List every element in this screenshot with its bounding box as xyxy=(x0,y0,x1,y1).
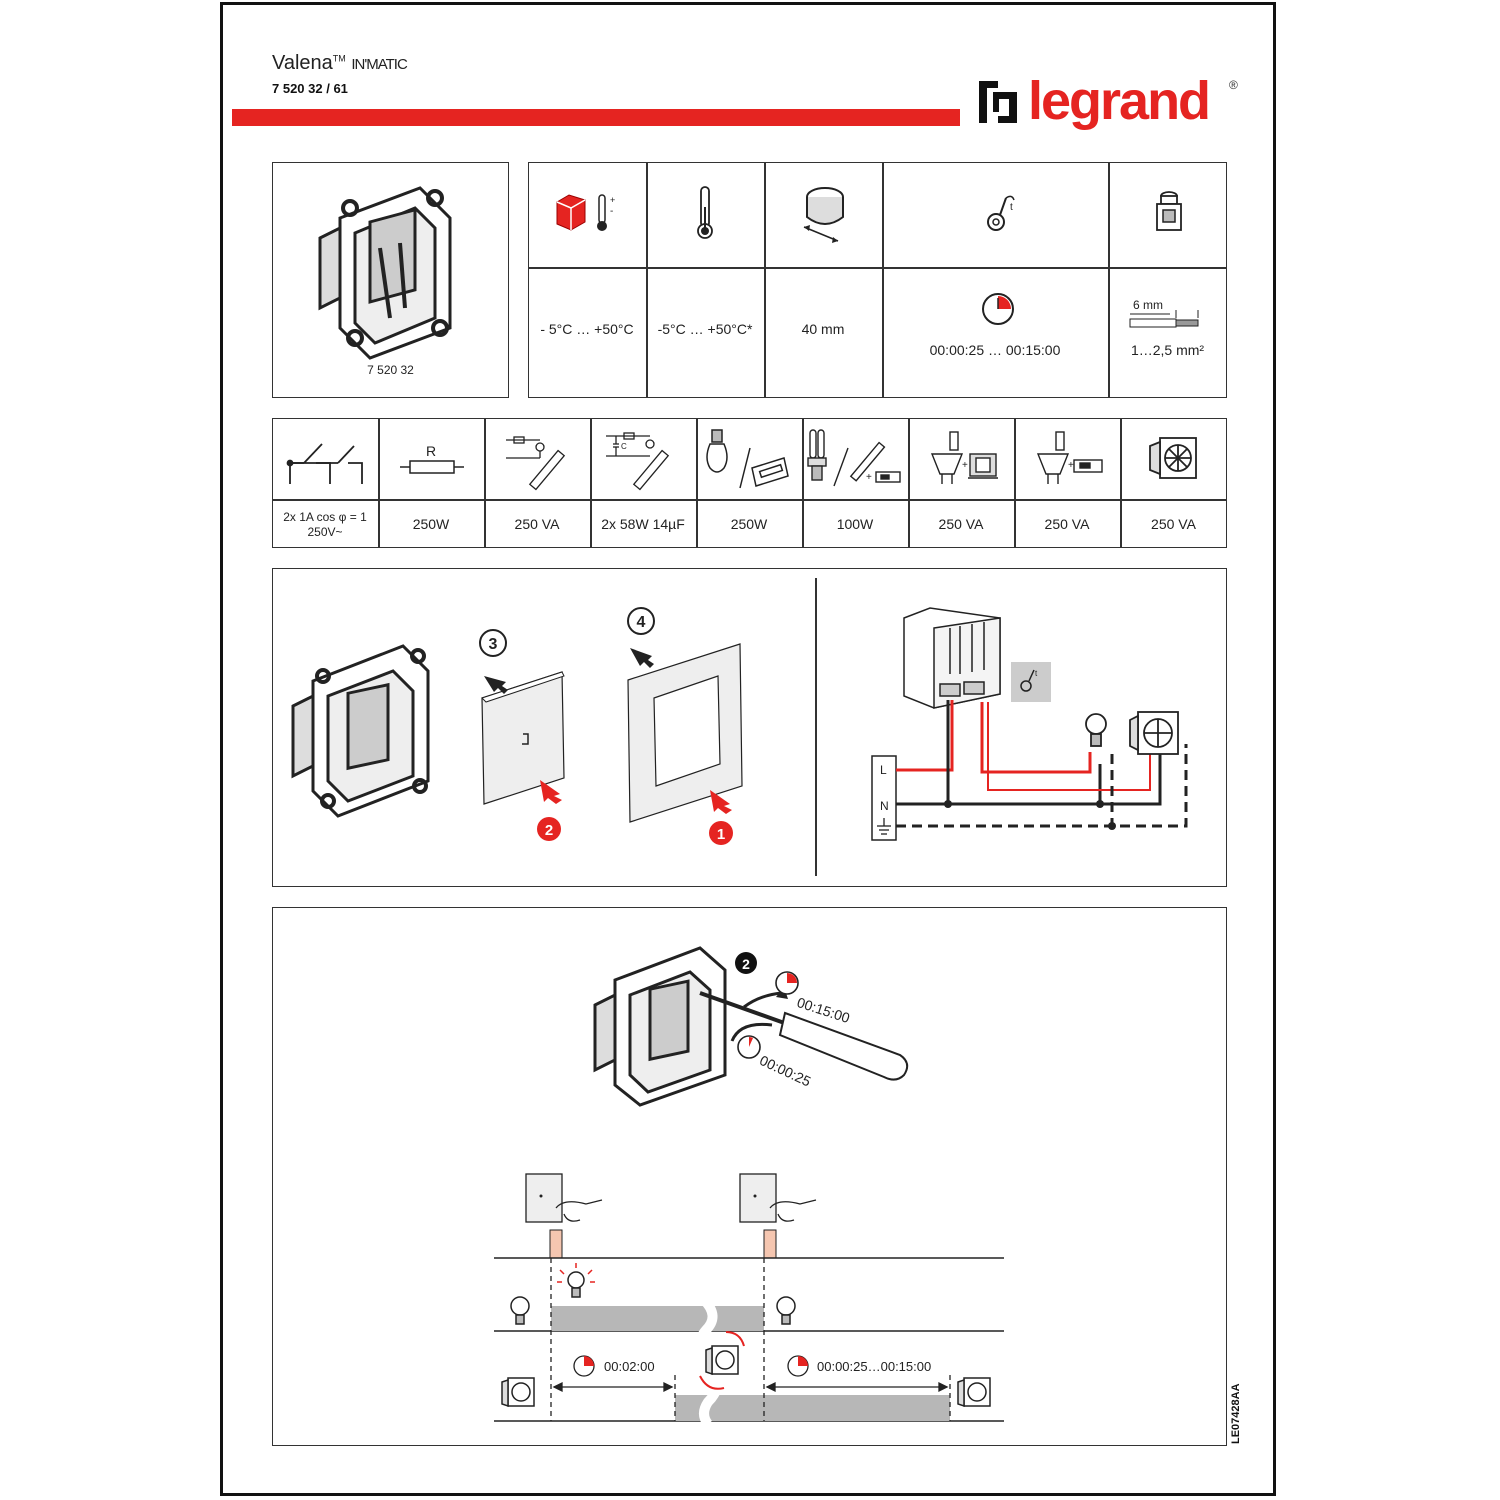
product-ref-label: 7 520 32 xyxy=(367,363,414,377)
clock-max-icon xyxy=(774,970,800,1001)
load-col-sep xyxy=(484,418,486,548)
step-1-badge: 1 xyxy=(708,820,734,851)
terminal-screw-icon xyxy=(1151,190,1187,241)
load-col-sep xyxy=(696,418,698,548)
storage-temp-value: - 5°C … +50°C xyxy=(540,321,634,337)
legrand-logo-mark-icon xyxy=(976,78,1020,131)
installation-panel xyxy=(272,568,1227,887)
spec-col-sep xyxy=(764,162,766,398)
rocker-plate-icon xyxy=(478,668,578,813)
step-2-badge: 2 xyxy=(536,816,562,847)
compact-fluorescent-icon: + xyxy=(806,428,904,499)
svg-text:4: 4 xyxy=(637,614,646,631)
spec-col-sep xyxy=(882,162,884,398)
load-label-compensated: 2x 58W 14µF xyxy=(601,516,685,532)
svg-text:2: 2 xyxy=(545,822,553,839)
timer-adjust-icon: t xyxy=(984,192,1020,241)
clock-min-icon xyxy=(736,1034,762,1065)
incandescent-halogen-icon xyxy=(702,428,794,499)
thermometer-icon xyxy=(695,185,715,245)
spec-col-sep xyxy=(1108,162,1110,398)
load-col-sep xyxy=(1120,418,1122,548)
svg-text:N: N xyxy=(880,799,889,813)
load-label-resistive: 250W xyxy=(412,516,450,532)
svg-text:+: + xyxy=(962,460,968,471)
adjustment-panel xyxy=(272,907,1227,1446)
load-col-sep xyxy=(590,418,592,548)
registered-mark: ® xyxy=(1229,78,1238,92)
svg-text:3: 3 xyxy=(489,636,498,653)
svg-text:00:02:00: 00:02:00 xyxy=(604,1359,655,1374)
clock-icon xyxy=(981,292,1015,331)
load-label-incandescent: 250W xyxy=(730,516,768,532)
contacts-icon xyxy=(286,436,364,491)
header-red-bar xyxy=(232,109,960,126)
svg-text:-: - xyxy=(610,206,613,217)
svg-text:1: 1 xyxy=(717,826,725,843)
svg-text:C: C xyxy=(621,442,627,451)
load-col-sep xyxy=(908,418,910,548)
fluorescent-tube-icon xyxy=(500,432,570,497)
load-col-sep xyxy=(802,418,804,548)
mechanism-adjust-icon xyxy=(590,940,740,1115)
box-depth-icon xyxy=(800,185,850,250)
load-table-divider xyxy=(272,499,1227,501)
compensated-fluorescent-icon: C xyxy=(604,430,674,497)
svg-text:00:00:25…00:15:00: 00:00:25…00:15:00 xyxy=(817,1359,931,1374)
cover-plate-icon xyxy=(624,640,744,830)
fan-icon xyxy=(1146,434,1200,489)
product-image-box xyxy=(272,162,509,398)
storage-temperature-icon: + - xyxy=(555,190,625,240)
svg-text:+: + xyxy=(866,472,872,483)
svg-text:+: + xyxy=(610,195,615,205)
load-table xyxy=(272,418,1227,548)
page-frame xyxy=(220,2,1276,1496)
load-label-compact: 100W xyxy=(836,516,874,532)
product-title: ValenaTM IN'MATIC xyxy=(272,52,408,74)
strip-length-value: 6 mm xyxy=(1133,298,1163,312)
svg-text:t: t xyxy=(1010,202,1013,213)
step-4-badge: 4 xyxy=(626,606,656,641)
wiring-diagram: t L N xyxy=(860,604,1200,849)
svg-text:R: R xyxy=(426,443,436,459)
operating-temp-value: -5°C … +50°C* xyxy=(657,321,753,337)
timer-range-value: 00:00:25 … 00:15:00 xyxy=(929,342,1061,358)
halogen-transformer-icon: + xyxy=(928,430,1002,497)
adjust-step-badge: 2 xyxy=(734,951,758,980)
timing-diagram: 00:02:00 00:00:25…00:15:00 xyxy=(494,1170,1006,1433)
spec-table xyxy=(528,162,1227,398)
step-3-badge: 3 xyxy=(478,628,508,663)
product-reference: 7 520 32 / 61 xyxy=(272,81,348,96)
load-label-transformer: 250 VA xyxy=(938,516,984,532)
halogen-electronic-transformer-icon: + xyxy=(1034,430,1108,497)
svg-text:L: L xyxy=(880,763,887,777)
legrand-wordmark: legrand xyxy=(1028,71,1211,131)
document-code: LE07428AA xyxy=(1230,1383,1242,1444)
load-label-fluorescent: 250 VA xyxy=(514,516,560,532)
spec-col-sep xyxy=(646,162,648,398)
mechanism-install-icon xyxy=(288,636,438,826)
resistor-icon: R xyxy=(400,440,464,481)
box-depth-value: 40 mm xyxy=(801,321,845,337)
load-col-sep xyxy=(1014,418,1016,548)
wire-strip-icon xyxy=(1129,310,1202,335)
mechanism-drawing-icon xyxy=(310,178,460,363)
svg-text:t: t xyxy=(1035,669,1038,678)
load-label-fan: 250 VA xyxy=(1151,516,1196,532)
installation-divider xyxy=(815,578,817,876)
svg-text:+: + xyxy=(1068,460,1074,471)
wire-section-value: 1…2,5 mm² xyxy=(1130,342,1205,358)
svg-text:2: 2 xyxy=(742,956,750,972)
load-col-sep xyxy=(378,418,380,548)
load-label-electronic: 250 VA xyxy=(1044,516,1090,532)
spec-table-divider xyxy=(528,267,1227,269)
